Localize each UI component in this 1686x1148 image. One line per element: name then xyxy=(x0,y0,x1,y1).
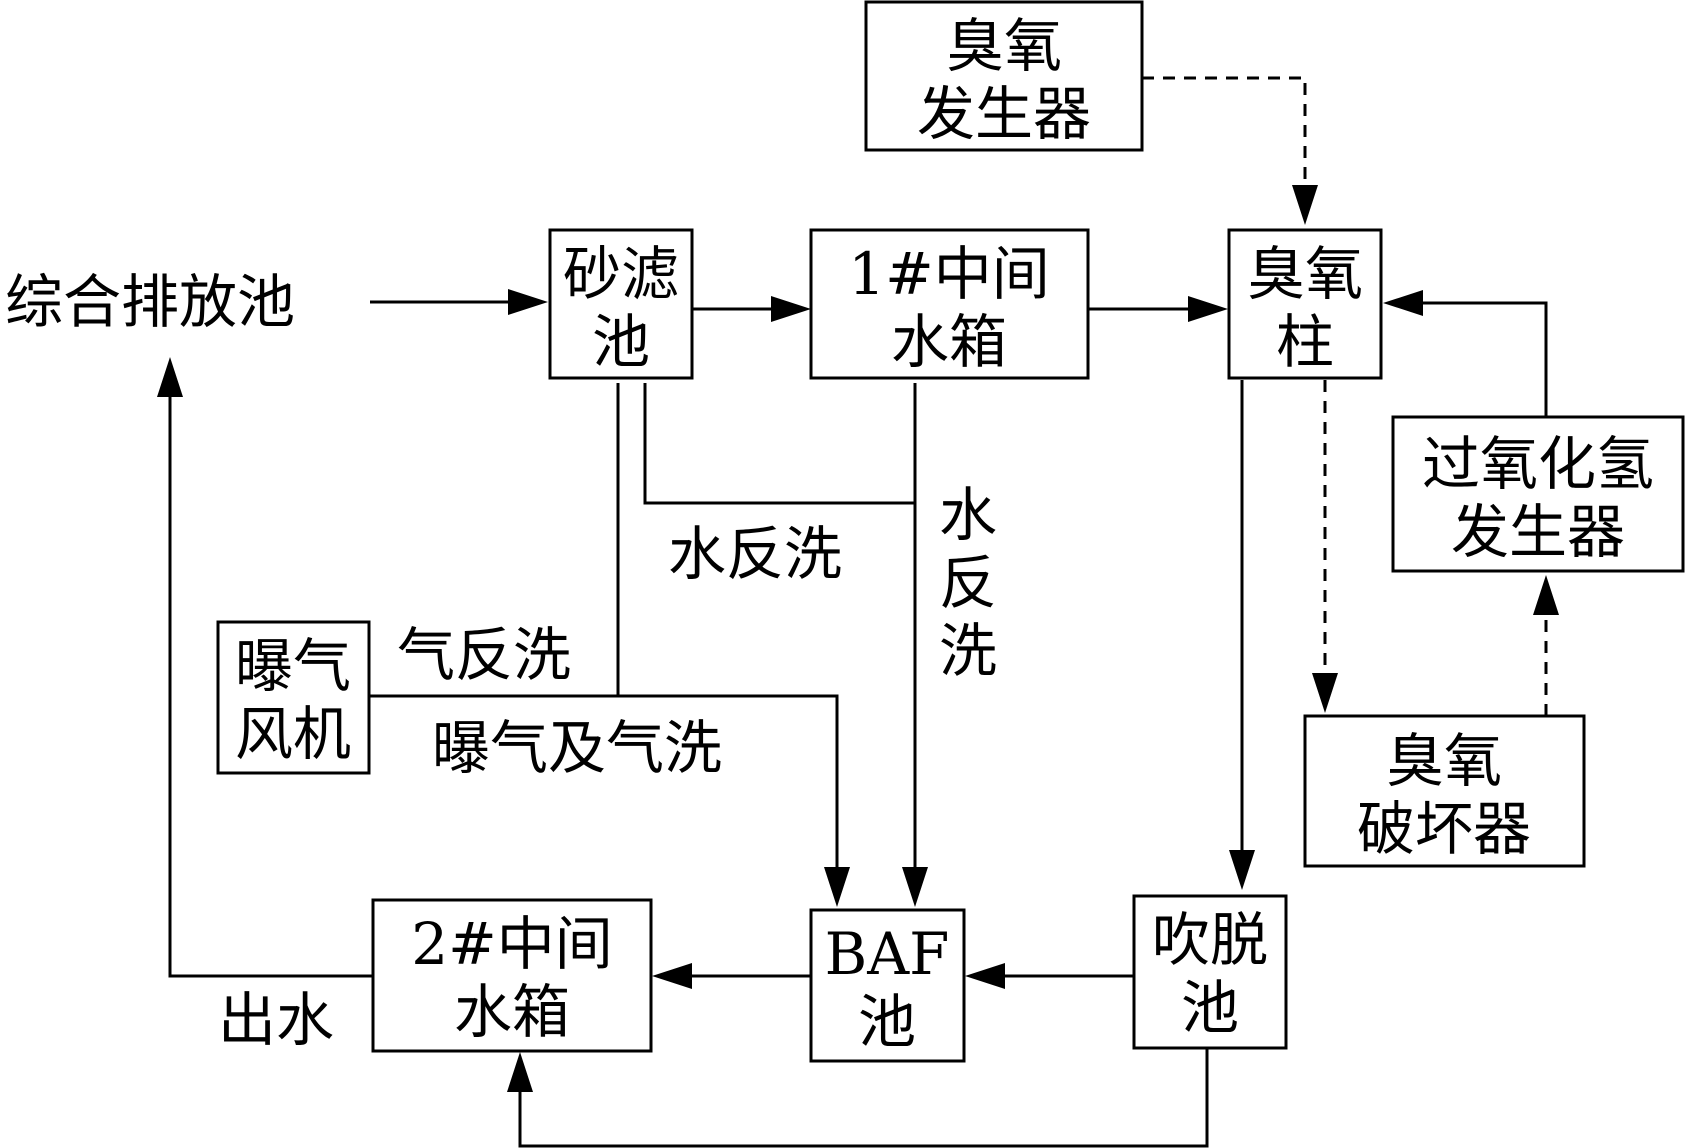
svg-text:洗: 洗 xyxy=(939,617,997,685)
svg-text:2#中间: 2#中间 xyxy=(411,910,613,978)
svg-text:池: 池 xyxy=(858,988,916,1056)
flow-water-backwash-to-sand-filter xyxy=(643,383,915,505)
arrowhead-into-ozone-column xyxy=(1188,296,1228,322)
ozone-generator-box: 臭氧 发生器 xyxy=(864,0,1144,152)
flow-stripping-bypass-to-tank2 xyxy=(518,1049,1209,1148)
arrowhead-aeration-into-baf xyxy=(824,867,850,907)
flow-ozone-generator-to-column xyxy=(1142,76,1307,190)
arrowhead-h2o2-into-column xyxy=(1383,290,1423,316)
svg-text:水: 水 xyxy=(939,481,997,549)
svg-text:BAF: BAF xyxy=(825,920,950,988)
intermediate-tank-2-box: 2#中间 水箱 xyxy=(371,898,653,1053)
ozone-column-box: 臭氧 柱 xyxy=(1227,228,1383,380)
svg-text:反: 反 xyxy=(939,549,997,617)
aeration-and-air-wash-label: 曝气及气洗 xyxy=(432,714,722,782)
water-backwash-horizontal-label: 水反洗 xyxy=(668,520,842,588)
discharge-pool-label: 综合排放池 xyxy=(5,268,295,336)
flow-h2o2-to-ozone-column xyxy=(1418,301,1548,417)
svg-text:发生器: 发生器 xyxy=(1451,498,1625,566)
arrowhead-ozone-into-column xyxy=(1292,185,1318,225)
arrowhead-into-sand-filter xyxy=(508,289,548,315)
svg-text:柱: 柱 xyxy=(1276,308,1334,376)
flow-tank2-effluent-return xyxy=(168,395,372,978)
arrowhead-into-baf xyxy=(965,963,1005,989)
svg-text:过氧化氢: 过氧化氢 xyxy=(1422,430,1654,498)
effluent-label: 出水 xyxy=(218,986,334,1054)
svg-text:发生器: 发生器 xyxy=(917,80,1091,148)
water-backwash-vertical-label: 水 反 洗 xyxy=(939,481,997,685)
arrowhead-into-stripping-tank xyxy=(1229,850,1255,890)
svg-text:池: 池 xyxy=(1181,974,1239,1042)
svg-text:臭氧: 臭氧 xyxy=(946,12,1062,80)
stripping-tank-box: 吹脱 池 xyxy=(1132,894,1288,1050)
svg-text:水箱: 水箱 xyxy=(891,308,1007,376)
arrowhead-into-tank2 xyxy=(652,963,692,989)
svg-text:砂滤: 砂滤 xyxy=(563,240,679,308)
arrowhead-bypass-into-tank2 xyxy=(507,1052,533,1092)
svg-text:1#中间: 1#中间 xyxy=(848,240,1050,308)
svg-text:水箱: 水箱 xyxy=(454,978,570,1046)
aeration-blower-box: 曝气 风机 xyxy=(216,620,371,775)
baf-tank-box: BAF 池 xyxy=(809,908,966,1063)
svg-text:臭氧: 臭氧 xyxy=(1386,727,1502,795)
arrowhead-into-destructor xyxy=(1312,673,1338,713)
svg-text:池: 池 xyxy=(592,308,650,376)
intermediate-tank-1-box: 1#中间 水箱 xyxy=(809,228,1090,380)
arrowhead-into-tank1 xyxy=(771,296,811,322)
arrowhead-water-backwash-into-baf xyxy=(902,867,928,907)
hydrogen-peroxide-generator-box: 过氧化氢 发生器 xyxy=(1391,415,1685,573)
svg-text:风机: 风机 xyxy=(235,700,351,768)
svg-text:破坏器: 破坏器 xyxy=(1357,795,1531,863)
arrowhead-into-h2o2-generator xyxy=(1533,575,1559,615)
air-backwash-label: 气反洗 xyxy=(397,621,571,689)
arrowhead-into-discharge-pool xyxy=(157,357,183,397)
sand-filter-box: 砂滤 池 xyxy=(548,228,694,380)
ozone-destructor-box: 臭氧 破坏器 xyxy=(1303,714,1586,868)
svg-text:臭氧: 臭氧 xyxy=(1247,240,1363,308)
svg-text:曝气: 曝气 xyxy=(235,632,351,700)
svg-text:吹脱: 吹脱 xyxy=(1152,906,1268,974)
flow-blower-to-baf xyxy=(369,694,839,870)
